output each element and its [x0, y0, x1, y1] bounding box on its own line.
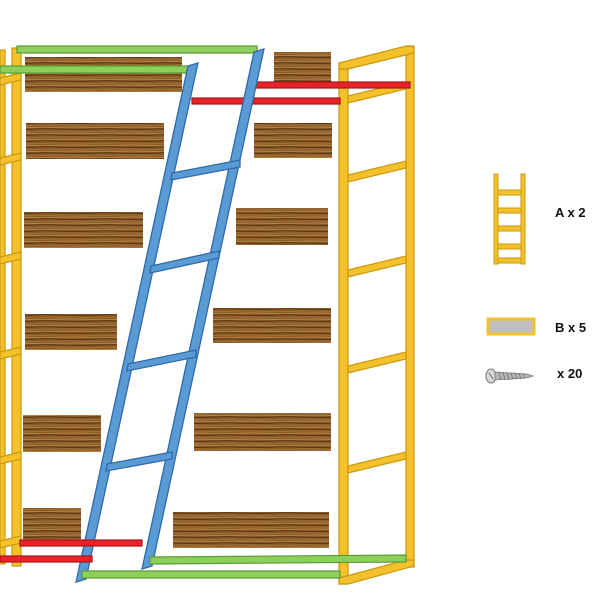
ladder-icon	[493, 173, 526, 265]
left-frame-post	[11, 47, 22, 567]
panel-icon	[486, 317, 536, 336]
left-frame-rung	[0, 152, 22, 166]
panel-count-label: B x 5	[555, 320, 587, 335]
right-frame-rung	[347, 255, 407, 278]
right-frame-top	[338, 45, 415, 70]
green-rail	[81, 570, 341, 579]
red-rail	[191, 97, 341, 105]
wood-shelf	[26, 123, 164, 159]
right-frame-post-front	[338, 62, 349, 585]
green-rail	[149, 554, 407, 565]
red-rail	[254, 81, 411, 89]
wood-shelf	[23, 415, 101, 452]
red-rail	[19, 539, 143, 547]
wood-shelf	[213, 308, 331, 343]
left-frame-rung	[0, 451, 22, 465]
ladder-count-label: A x 2	[555, 205, 586, 220]
wood-shelf	[25, 314, 117, 350]
left-frame-rung	[0, 346, 22, 360]
ladder-rail-left	[75, 62, 199, 583]
wood-shelf	[25, 57, 182, 92]
right-frame-rung	[347, 451, 407, 474]
left-ladder-frame	[0, 47, 22, 567]
left-frame-post-edge	[0, 49, 6, 565]
wood-shelves	[23, 52, 332, 548]
screw-icon	[485, 368, 535, 384]
screw-count-label: x 20	[557, 366, 583, 381]
right-frame-rung	[347, 160, 407, 183]
wood-shelf	[23, 508, 81, 540]
right-frame-post-back	[405, 45, 415, 568]
wood-shelf	[274, 52, 331, 82]
wood-shelf	[236, 208, 328, 245]
wood-shelf	[254, 123, 332, 158]
bottom-green-rails	[81, 554, 407, 579]
green-rail	[16, 45, 258, 54]
green-rail	[0, 65, 191, 74]
ladder-rung	[126, 349, 197, 372]
wood-shelf	[173, 512, 329, 548]
left-frame-rung	[0, 251, 22, 265]
left-frame-rung	[0, 72, 22, 86]
wood-shelf	[194, 413, 331, 451]
ladder-rail-right	[141, 48, 265, 570]
leaning-ladder	[75, 48, 265, 583]
right-frame-rung	[347, 351, 407, 374]
bottom-red-rails	[0, 539, 143, 563]
right-ladder-frame	[338, 45, 415, 585]
wood-shelf	[24, 212, 143, 248]
right-frame-bottom	[338, 559, 415, 585]
ladder-rung	[105, 451, 173, 472]
ladder-rung	[149, 250, 220, 274]
ladder-rung	[170, 159, 241, 181]
red-rail	[0, 555, 93, 563]
